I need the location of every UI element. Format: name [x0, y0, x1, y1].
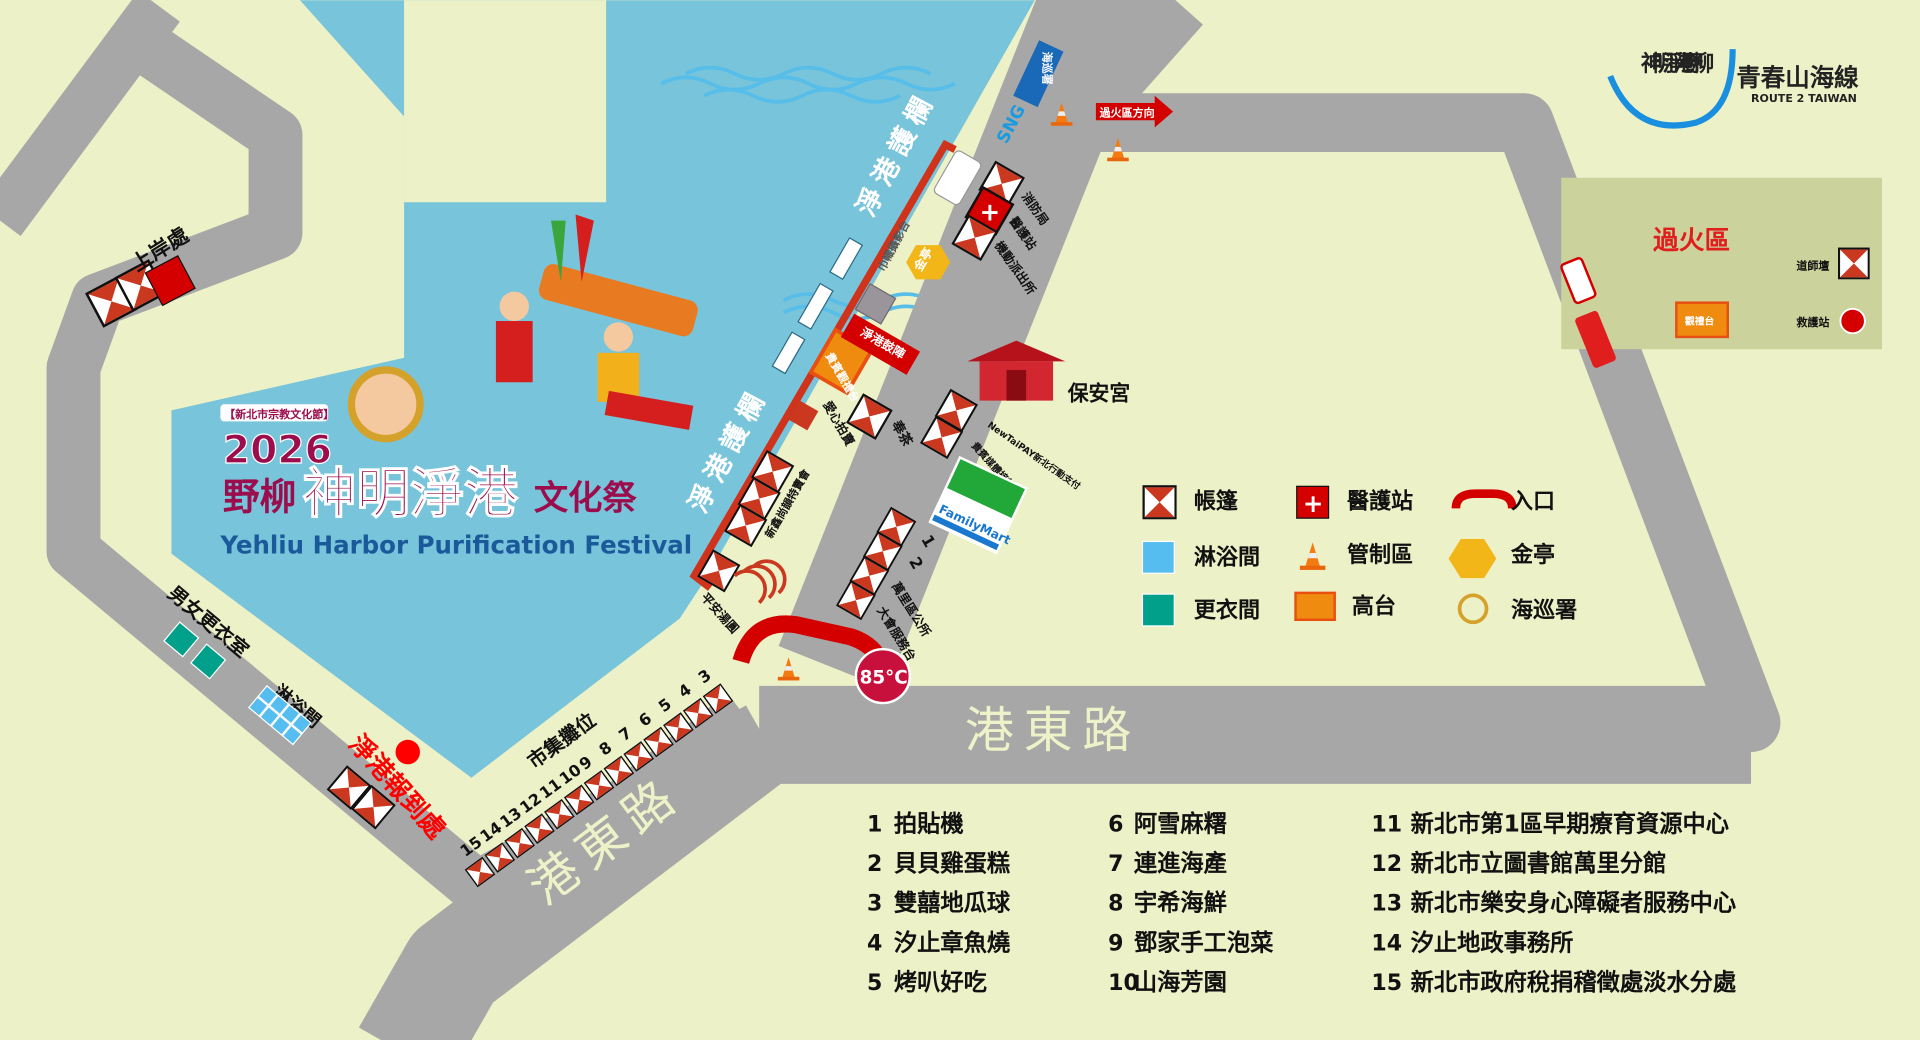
changing-room — [190, 643, 227, 680]
vendor-number: 5 — [867, 971, 882, 996]
vendor-number: 4 — [867, 931, 882, 956]
vendor-number: 6 — [1108, 813, 1123, 838]
emergency-vehicles-icon — [1560, 257, 1616, 368]
vendor-number: 9 — [1108, 931, 1123, 956]
kiosk-icon — [906, 245, 951, 280]
title-main: 神明淨港 — [302, 462, 519, 525]
changing-room — [163, 621, 200, 658]
vendor-name: 山海芳園 — [1134, 969, 1227, 996]
vendor-name: 連進海產 — [1134, 850, 1227, 877]
legend-shower-icon — [1141, 540, 1175, 574]
altar-tent — [1837, 247, 1870, 280]
vendor-name: 新北市政府稅捐稽徵處淡水分處 — [1411, 969, 1737, 996]
legend: 帳篷 + 醫護站 入口 淋浴間 管制區 金亭 更衣間 高台 海巡署 — [1141, 485, 1577, 627]
coast-guard-sign — [1013, 40, 1064, 108]
deity-icon — [347, 366, 424, 443]
route-logo-text: 青春山海線 — [1736, 63, 1859, 92]
legend-changing-icon — [1141, 593, 1175, 627]
road-name-upper: 港東路 — [965, 702, 1141, 759]
vendor-name: 烤叭好吃 — [894, 969, 987, 996]
vendor-name: 新北市立圖書館萬里分館 — [1411, 850, 1667, 877]
rescue-label: 救護站 — [1796, 315, 1829, 329]
vendor-number: 1 — [867, 813, 882, 838]
baoan-temple-icon — [967, 340, 1066, 401]
title-prefix: 野柳 — [223, 476, 296, 519]
coast-guard-label: 海巡署 — [1040, 52, 1054, 85]
checkin-marker — [395, 739, 420, 765]
vendor-name: 鄧家手工泡菜 — [1134, 929, 1274, 956]
vendor-name: 拍貼機 — [894, 811, 964, 838]
legend-label: 帳篷 — [1194, 488, 1239, 514]
charity-area — [788, 400, 819, 431]
vendor-number: 13 — [1371, 892, 1402, 917]
vendor-name: 阿雪麻糬 — [1134, 811, 1227, 838]
altar-label: 道師壇 — [1796, 259, 1829, 273]
tangyuan-arcs — [733, 559, 787, 605]
accessible-toilet-icon — [933, 150, 982, 206]
legend-entrance-icon — [1451, 489, 1517, 509]
vendor-name: 宇希海鮮 — [1134, 890, 1227, 917]
title-english: Yehliu Harbor Purification Festival — [219, 531, 692, 560]
legend-label: 海巡署 — [1511, 597, 1577, 623]
festival-logo: 神明淨港 野柳 — [1607, 49, 1736, 129]
legend-label: 高台 — [1352, 594, 1396, 620]
rescue-icon — [1839, 307, 1866, 335]
medical-cross-icon: + — [980, 198, 1001, 227]
vendor-name: 汐止地政事務所 — [1411, 929, 1574, 956]
drum-area — [840, 313, 921, 375]
vendor-number: 14 — [1371, 931, 1402, 956]
legend-medical-cross: + — [1303, 489, 1324, 518]
legend-label: 金亭 — [1510, 542, 1555, 568]
cafe-85c-label: 85°C — [860, 667, 908, 688]
vendor-number: 15 — [1371, 971, 1402, 996]
procession-illustration — [495, 214, 698, 430]
vendor-number: 10 — [1108, 971, 1139, 996]
photo-stand-icon — [854, 282, 897, 325]
festival-logo-text: 神明淨港 野柳 — [1641, 51, 1714, 77]
familymart-store — [928, 455, 1029, 555]
title-year: 2026 — [223, 428, 332, 473]
vendor-name: 雙囍地瓜球 — [894, 890, 1011, 917]
fire-zone-label: 過火區 — [1653, 226, 1730, 256]
festival-title: 【新北市宗教文化節】 2026 野柳 神明淨港 文化祭 Yehliu Harbo… — [219, 366, 692, 560]
fire-direction-label: 過火區方向 — [1099, 106, 1155, 120]
legend-label: 醫護站 — [1347, 488, 1413, 514]
legend-label: 更衣間 — [1194, 597, 1260, 623]
vendor-number: 3 — [867, 892, 882, 917]
vendor-name: 貝貝雞蛋糕 — [894, 850, 1010, 877]
boats — [771, 237, 864, 375]
vendor-number: 11 — [1371, 813, 1402, 838]
fire-direction-arrow — [1095, 95, 1174, 128]
pier — [404, 0, 607, 203]
cafe-85c-logo — [854, 647, 912, 705]
shower-stalls — [247, 685, 312, 746]
title-suffix: 文化祭 — [534, 479, 638, 519]
viewing-stand — [1675, 301, 1729, 339]
viewing-stand-label: 觀禮台 — [1685, 315, 1715, 328]
vendor-number: 2 — [867, 852, 882, 877]
vendor-name: 汐止章魚燒 — [894, 929, 1010, 956]
legend-stage-icon — [1294, 591, 1336, 622]
vendor-number: 12 — [1371, 852, 1402, 877]
vendor-number: 7 — [1108, 852, 1123, 877]
temple-label: 保安宮 — [1067, 382, 1130, 406]
vendor-name: 新北市第1區早期療育資源中心 — [1411, 811, 1729, 838]
legend-kiosk-icon — [1448, 538, 1497, 579]
legend-medical-icon — [1296, 485, 1330, 519]
legend-label: 淋浴間 — [1194, 546, 1260, 571]
legend-tent-icon — [1142, 485, 1177, 520]
vendor-name: 新北市樂安身心障礙者服務中心 — [1411, 890, 1737, 917]
title-tag: 【新北市宗教文化節】 — [224, 407, 334, 421]
landing-marker — [144, 254, 196, 307]
route-logo-english: ROUTE 2 TAIWAN — [1751, 92, 1857, 105]
vendor-list: 1 拍貼機 2 貝貝雞蛋糕 3 雙囍地瓜球 4 汐止章魚燒 5 烤叭好吃 6 阿雪麻糬 7 連進海產 8 宇希… — [867, 811, 1737, 996]
vendor-number: 8 — [1108, 892, 1123, 917]
legend-label: 管制區 — [1347, 542, 1413, 568]
legend-label: 入口 — [1511, 489, 1555, 514]
legend-coast-guard-icon — [1457, 593, 1489, 625]
